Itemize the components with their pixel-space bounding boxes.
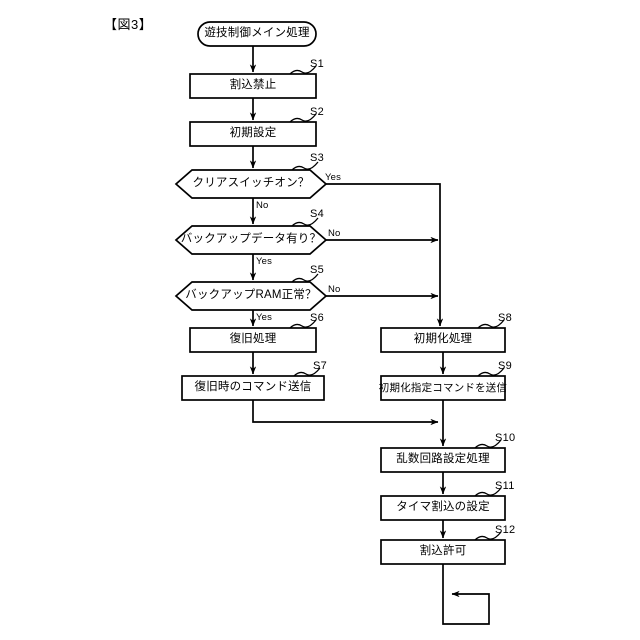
node-S6-label: 復旧処理 [229, 333, 277, 346]
step-label-S12: S12 [495, 524, 516, 536]
node-S10-label: 乱数回路設定処理 [396, 453, 490, 466]
step-label-S11: S11 [495, 480, 515, 492]
node-S1-label: 割込禁止 [229, 79, 277, 92]
node-S5-label: バックアップRAM正常？ [185, 289, 317, 302]
step-label-S3: S3 [310, 152, 325, 164]
node-start-label: 遊技制御メイン処理 [204, 27, 310, 40]
node-S8-shape [380, 327, 506, 353]
step-label-S6: S6 [310, 312, 325, 324]
branch-label-s4-yes: Yes [256, 256, 273, 267]
step-label-S9: S9 [498, 360, 513, 372]
node-S3-label: クリアスイッチオン？ [192, 177, 310, 190]
node-start-shape [197, 21, 317, 47]
node-S12-label: 割込許可 [419, 545, 467, 558]
edge-S3-S8-yes [326, 183, 444, 327]
node-S10-shape [380, 447, 506, 473]
step-label-S4: S4 [310, 208, 325, 220]
node-S11-shape [380, 495, 506, 521]
node-S9-shape [380, 375, 506, 401]
node-S9-label: 初期化指定コマンドを送信 [378, 381, 508, 394]
node-S8-label: 初期化処理 [413, 333, 473, 346]
node-S2-shape [189, 121, 317, 147]
branch-label-s5-no: No [328, 284, 341, 295]
branch-label-s3-no: No [256, 200, 269, 211]
node-S11-label: タイマ割込の設定 [396, 501, 490, 514]
node-S12-shape [380, 539, 506, 565]
step-label-S7: S7 [313, 360, 328, 372]
step-label-S2: S2 [310, 106, 325, 118]
edge-S12-loop [442, 564, 490, 625]
node-S7-shape [181, 375, 325, 401]
step-label-S10: S10 [495, 432, 516, 444]
branch-label-s3-yes: Yes [325, 172, 342, 183]
figure-label: 【図3】 [104, 17, 153, 32]
edge-S7-S10 [252, 400, 439, 426]
step-label-S8: S8 [498, 312, 513, 324]
node-S1-shape [189, 73, 317, 99]
node-S6-shape [189, 327, 317, 353]
node-S2-label: 初期設定 [229, 127, 277, 140]
branch-label-s5-yes: Yes [256, 312, 273, 323]
branch-label-s4-no: No [328, 228, 341, 239]
node-S4-label: バックアップデータ有り？ [180, 233, 322, 246]
step-label-S5: S5 [310, 264, 325, 276]
node-S7-label: 復旧時のコマンド送信 [194, 381, 312, 394]
step-label-S1: S1 [310, 58, 325, 70]
